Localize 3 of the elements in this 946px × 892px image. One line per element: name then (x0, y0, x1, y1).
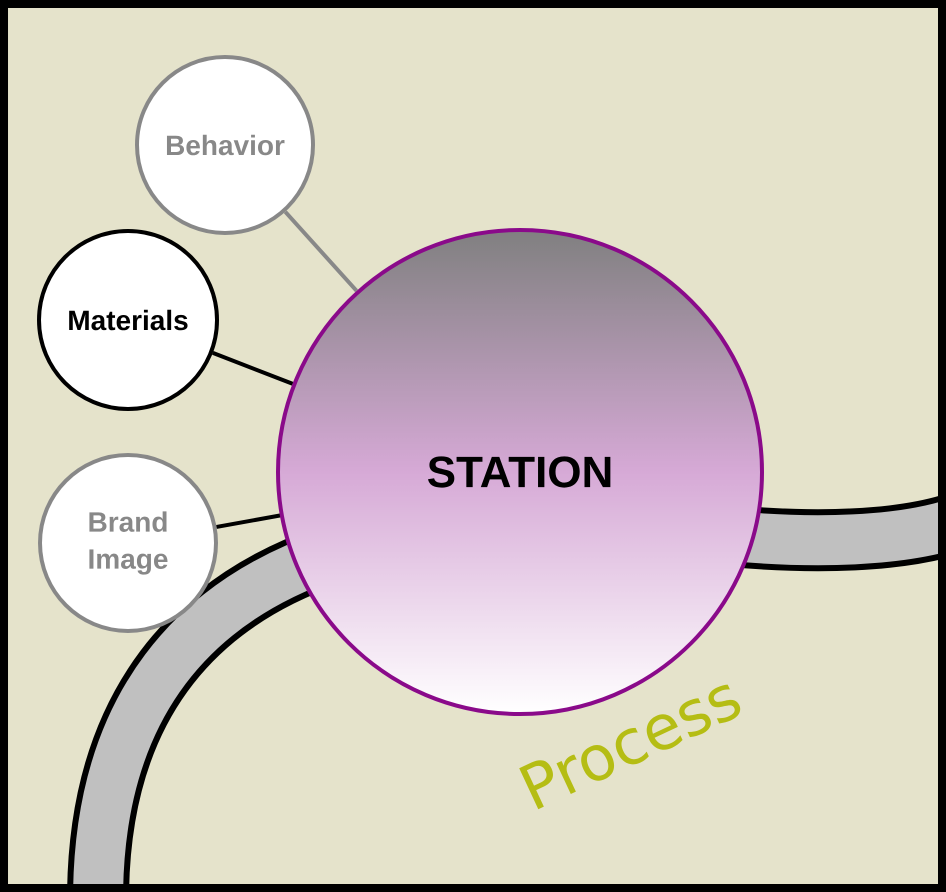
connector-line (212, 351, 294, 386)
connector-line (216, 514, 280, 529)
connector-line (284, 210, 358, 292)
